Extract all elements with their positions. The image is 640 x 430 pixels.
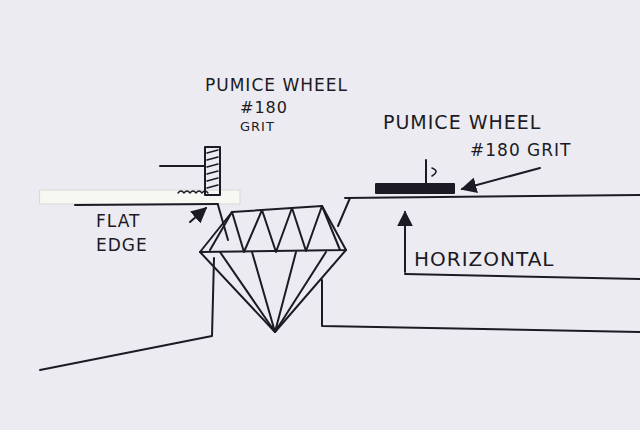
pumice-wheel-right — [376, 160, 454, 193]
leader-arrow — [462, 168, 540, 189]
label: HORIZONTAL — [414, 248, 554, 270]
label: FLAT — [96, 212, 140, 231]
underline — [405, 274, 640, 279]
leader-arrow — [404, 212, 406, 272]
diamond — [200, 206, 346, 332]
label: EDGE — [96, 236, 148, 255]
setting-right — [322, 280, 640, 332]
setting-left — [40, 258, 214, 370]
leader-arrow — [190, 208, 206, 222]
label: PUMICE WHEEL — [383, 112, 541, 133]
flat-edge-line — [75, 204, 218, 205]
label: #180 — [240, 99, 288, 117]
horizontal-line — [345, 195, 640, 198]
label: PUMICE WHEEL — [205, 76, 348, 95]
tape-strip — [40, 190, 240, 204]
label: GRIT — [240, 120, 275, 134]
label: #180 GRIT — [470, 141, 571, 160]
prong-right — [338, 198, 350, 226]
pumice-wheel-left — [160, 147, 220, 195]
